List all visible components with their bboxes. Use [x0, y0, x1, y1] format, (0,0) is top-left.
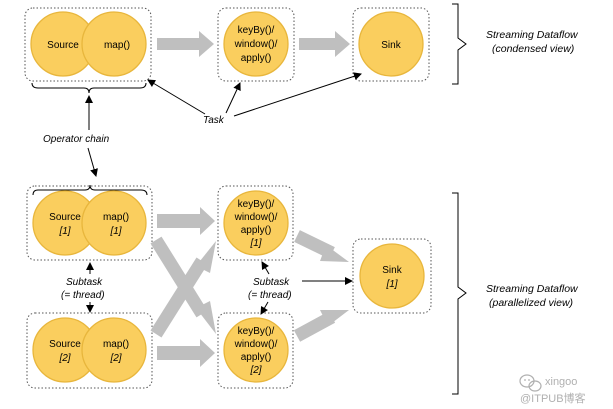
parallel-sink-1-index: [1]: [385, 279, 397, 290]
parallel-sink-1-label: Sink: [382, 265, 402, 276]
task-pointer-source-map: [147, 79, 206, 115]
parallel-flow-key2-sink-head: [320, 310, 349, 326]
operator-chain-annotation: Operator chain: [32, 95, 148, 196]
parallel-sink-1-box: [352, 238, 432, 314]
subtask-left-label: Subtask: [66, 277, 103, 288]
condensed-keyby-label-line2: window()/: [234, 39, 278, 50]
condensed-flow-arrow-2: [299, 31, 350, 57]
parallel-view-subtitle: (parallelized view): [489, 297, 573, 309]
parallel-flow-src2-key1-shaft: [150, 257, 208, 338]
parallel-map-2-label: map(): [103, 339, 129, 350]
wechat-icon: [519, 374, 542, 392]
condensed-source-map-box: [24, 7, 152, 82]
parallel-map-1-label: map(): [103, 212, 129, 223]
operator-chain-pointer-down: [87, 147, 98, 177]
condensed-view-title: Streaming Dataflow: [486, 29, 579, 41]
condensed-keyby-node: [223, 11, 289, 77]
subtask-mid-label: Subtask: [253, 277, 290, 288]
parallel-keyby-1-box: [217, 185, 294, 261]
condensed-view-subtitle: (condensed view): [492, 43, 574, 55]
condensed-view-brace: [452, 3, 467, 85]
task-pointer-sink: [233, 72, 362, 117]
operator-chain-label: Operator chain: [43, 134, 110, 145]
condensed-flow-arrow-1: [157, 31, 214, 57]
condensed-map-label: map(): [104, 40, 130, 51]
parallel-view: Source [1] map() [1] Source [2] map() [2…: [26, 185, 579, 395]
parallel-keyby-2-line1: keyBy()/: [238, 326, 275, 337]
condensed-view: Source map() keyBy()/ window()/ apply() …: [24, 3, 579, 126]
parallel-flow-src1-key1: [157, 207, 215, 235]
parallel-flow-src1-key2-head: [196, 301, 216, 334]
parallel-sink-1-node: [359, 243, 425, 309]
parallel-flow-src2-key1-head: [196, 241, 216, 273]
condensed-keyby-box: [217, 7, 295, 82]
parallel-keyby-1-node: [223, 190, 289, 256]
parallel-keyby-1-line3: apply(): [241, 225, 272, 236]
subtask-mid-pointer-up: [261, 261, 270, 275]
parallel-flow-src1-key2-shaft: [150, 236, 208, 318]
parallel-view-title: Streaming Dataflow: [486, 283, 579, 295]
watermark-line2: @ITPUB博客: [520, 391, 586, 405]
subtask-mid-thread: (= thread): [248, 290, 292, 301]
watermark: xingoo @ITPUB博客: [519, 374, 586, 405]
parallel-keyby-1-line2: window()/: [234, 212, 278, 223]
parallel-source-1-label: Source: [49, 212, 81, 223]
parallel-map-1-node: [81, 190, 147, 256]
condensed-sink-box: [352, 7, 430, 82]
parallel-keyby-1-line1: keyBy()/: [238, 199, 275, 210]
parallel-source-map-2-box: [26, 312, 153, 389]
condensed-chain-bracket: [31, 82, 147, 94]
watermark-line1: xingoo: [545, 376, 577, 388]
parallel-chain-bracket: [32, 184, 148, 196]
condensed-keyby-label-line3: apply(): [241, 53, 272, 64]
parallel-keyby-1-index: [1]: [249, 238, 261, 249]
parallel-view-brace: [452, 192, 467, 395]
parallel-keyby-2-line3: apply(): [241, 352, 272, 363]
condensed-sink-label: Sink: [381, 40, 401, 51]
parallel-source-2-label: Source: [49, 339, 81, 350]
task-label: Task: [203, 115, 225, 126]
parallel-flow-src2-key2: [157, 339, 215, 367]
parallel-keyby-2-node: [223, 317, 289, 383]
condensed-sink-node: [358, 11, 424, 77]
parallel-flow-key1-sink-head: [320, 245, 349, 262]
parallel-map-1-index: [1]: [109, 226, 121, 237]
condensed-source-label: Source: [47, 40, 79, 51]
subtask-mid-pointer-down: [260, 301, 269, 315]
parallel-source-map-1-box: [26, 185, 153, 261]
condensed-map-node: [81, 11, 147, 77]
parallel-keyby-2-box: [217, 312, 294, 389]
parallel-source-1-index: [1]: [58, 226, 70, 237]
parallel-map-2-node: [81, 317, 147, 383]
parallel-keyby-2-line2: window()/: [234, 339, 278, 350]
parallel-keyby-2-index: [2]: [249, 365, 261, 376]
subtask-left-thread: (= thread): [61, 290, 105, 301]
condensed-keyby-label-line1: keyBy()/: [238, 25, 275, 36]
parallel-map-2-index: [2]: [109, 353, 121, 364]
task-pointer-keyby: [225, 82, 241, 114]
parallel-source-2-index: [2]: [58, 353, 70, 364]
